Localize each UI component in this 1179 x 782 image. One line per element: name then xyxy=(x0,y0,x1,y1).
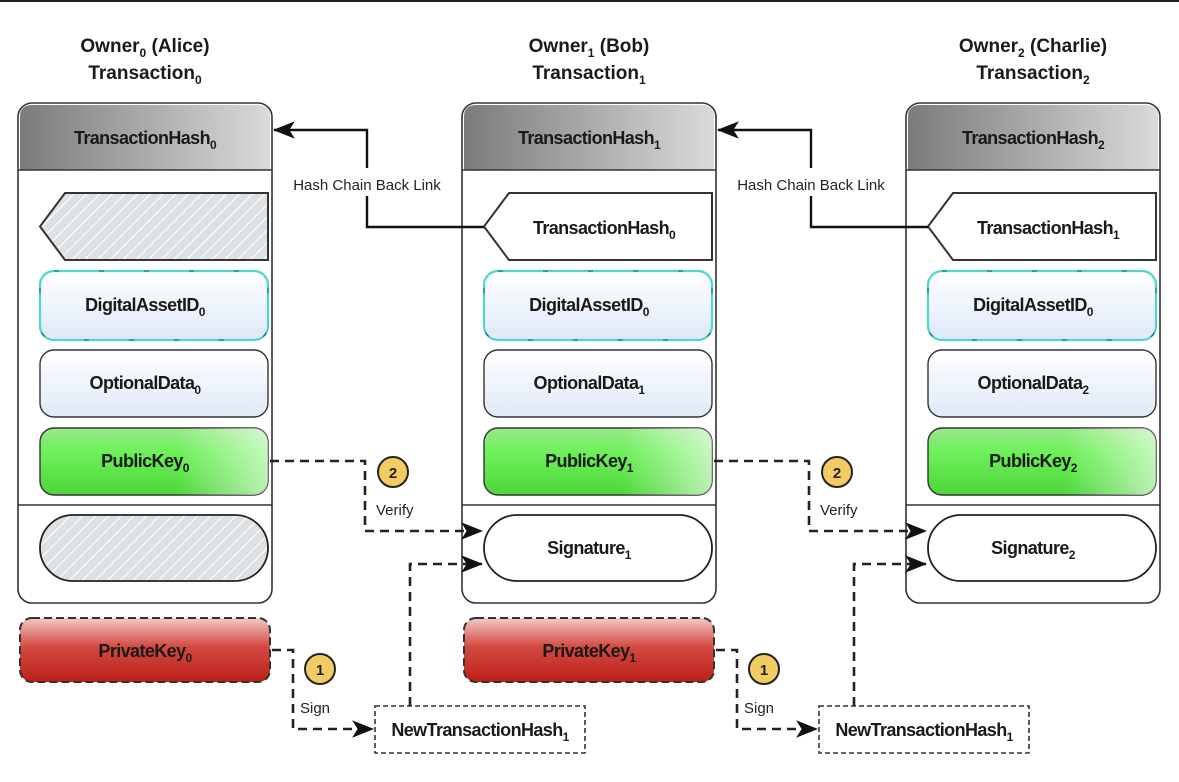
optional-data-box xyxy=(927,349,1157,418)
hash-chain-link-arrow xyxy=(272,121,369,168)
sign-arrow xyxy=(716,648,819,738)
step-2-badge xyxy=(377,456,409,488)
prev-hash-pointer xyxy=(926,192,1157,261)
hash-to-signature-arrow xyxy=(852,555,928,706)
verify-label: Verify xyxy=(820,502,858,519)
prev-hash-pointer xyxy=(482,192,713,261)
hash-chain-link-arrow xyxy=(716,121,813,168)
optional-data: OptionalData0 xyxy=(90,373,202,397)
digital-asset-id-box xyxy=(926,269,1158,342)
sign-label: Sign xyxy=(744,700,774,717)
hash-chain-link-line xyxy=(365,196,484,229)
public-key: PublicKey1 xyxy=(545,451,634,475)
digital-asset-id: DigitalAssetID0 xyxy=(973,295,1094,319)
transaction-column-2: Owner2 (Charlie) Transaction2TransactionH… xyxy=(905,36,1161,604)
verify-arrow xyxy=(714,459,928,540)
signature: Signature1 xyxy=(547,538,632,562)
transaction-title: Transaction0 xyxy=(88,63,202,87)
prev-transaction-hash: TransactionHash1 xyxy=(977,218,1120,242)
private-key-box xyxy=(463,617,715,683)
verify-label: Verify xyxy=(376,502,414,519)
signature: Signature2 xyxy=(991,538,1076,562)
digital-asset-id: DigitalAssetID0 xyxy=(529,295,650,319)
header-background xyxy=(464,105,714,170)
sign-label: Sign xyxy=(300,700,330,717)
owner-title: Owner2 (Charlie) xyxy=(959,36,1107,60)
hash-chain-back-link-label: Hash Chain Back Link xyxy=(737,177,885,194)
transaction-hash-header: TransactionHash0 xyxy=(74,128,217,152)
optional-data-box xyxy=(39,349,269,418)
sign-arrow xyxy=(272,648,375,738)
signature-placeholder xyxy=(39,514,269,582)
optional-data-box xyxy=(483,349,713,418)
step-1-badge xyxy=(304,653,336,685)
hash-to-signature-arrow xyxy=(408,555,484,706)
owner-title: Owner0 (Alice) xyxy=(80,36,209,60)
hash-chain-link-line xyxy=(809,196,928,229)
public-key: PublicKey2 xyxy=(989,451,1078,475)
transaction-column-1: Owner1 (Bob) Transaction1TransactionHash1… xyxy=(461,36,717,683)
step-2-badge xyxy=(821,456,853,488)
new-transaction-hash-box xyxy=(374,705,586,754)
signature-box xyxy=(927,514,1157,582)
step-1-badge xyxy=(748,653,780,685)
header-background xyxy=(908,105,1158,170)
transaction-column-0: Owner0 (Alice) Transaction0TransactionHas… xyxy=(17,36,273,683)
transaction-title: Transaction1 xyxy=(532,63,646,87)
new-transaction-hash-box xyxy=(818,705,1030,754)
header-background xyxy=(20,105,270,170)
step-2-number: 2 xyxy=(833,465,841,482)
owner-title: Owner1 (Bob) xyxy=(529,36,650,60)
new-transaction-hash: NewTransactionHash1 xyxy=(391,720,569,744)
public-key: PublicKey0 xyxy=(101,451,190,475)
private-key-box xyxy=(19,617,271,683)
optional-data: OptionalData1 xyxy=(534,373,646,397)
hash-chain-back-link-label: Hash Chain Back Link xyxy=(293,177,441,194)
step-1-number: 1 xyxy=(316,662,324,679)
digital-asset-id: DigitalAssetID0 xyxy=(85,295,206,319)
optional-data: OptionalData2 xyxy=(978,373,1090,397)
verify-arrow xyxy=(270,459,484,540)
transaction-title: Transaction2 xyxy=(976,63,1090,87)
signature-box xyxy=(483,514,713,582)
digital-asset-id-box xyxy=(482,269,714,342)
step-2-number: 2 xyxy=(389,465,397,482)
private-key: PrivateKey0 xyxy=(98,641,192,665)
transaction-hash-header: TransactionHash1 xyxy=(518,128,661,152)
prev-transaction-hash: TransactionHash0 xyxy=(533,218,676,242)
transaction-hash-header: TransactionHash2 xyxy=(962,128,1105,152)
prev-hash-placeholder xyxy=(38,192,269,261)
private-key: PrivateKey1 xyxy=(542,641,636,665)
step-1-number: 1 xyxy=(760,662,768,679)
digital-asset-id-box xyxy=(38,269,270,342)
new-transaction-hash: NewTransactionHash1 xyxy=(835,720,1013,744)
